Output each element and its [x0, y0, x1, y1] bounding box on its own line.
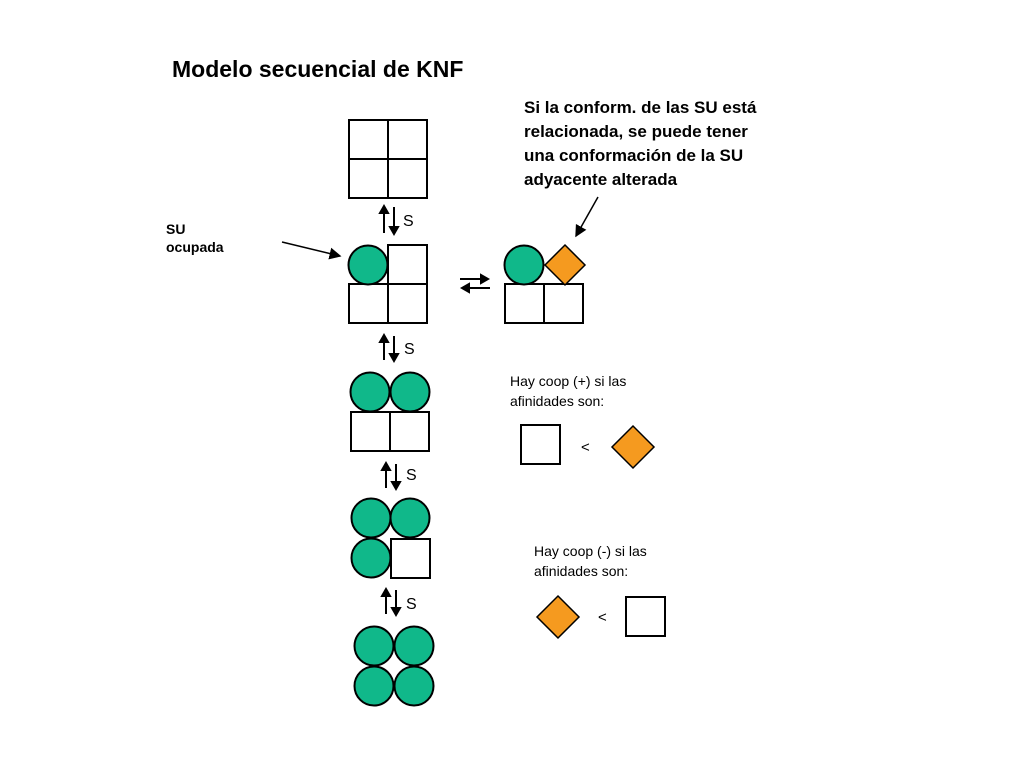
- empty-subunit: [387, 283, 428, 324]
- occupied-subunit: [350, 537, 392, 579]
- empty-subunit: [387, 158, 428, 199]
- less-than-symbol: <: [581, 439, 590, 456]
- note-line: Si la conform. de las SU está: [524, 98, 757, 117]
- note-line: una conformación de la SU: [524, 146, 744, 165]
- note-line: adyacente alterada: [524, 170, 678, 189]
- coop-negative-text: Hay coop (-) si las afinidades son:: [534, 541, 647, 581]
- substrate-label: S: [403, 213, 414, 230]
- su-pointer-arrow: [281, 241, 342, 260]
- state-3-bound: [350, 497, 431, 579]
- page-title: Modelo secuencial de KNF: [172, 56, 464, 82]
- occupied-subunit: [347, 244, 389, 286]
- su-occupied-label: SU ocupada: [166, 220, 224, 256]
- occupied-subunit: [349, 371, 391, 413]
- coop-positive-text: Hay coop (+) si las afinidades son:: [510, 371, 626, 411]
- empty-subunit: [348, 119, 389, 160]
- occupied-subunit: [393, 625, 435, 667]
- conformation-note: Si la conform. de las SU está relacionad…: [524, 96, 756, 192]
- equilibrium-arrow: [378, 332, 400, 364]
- empty-subunit: [504, 283, 545, 324]
- equilibrium-arrow: [378, 203, 400, 237]
- occupied-subunit: [503, 244, 545, 286]
- occupied-subunit: [389, 371, 431, 413]
- note-line: relacionada, se puede tener: [524, 122, 748, 141]
- empty-subunit: [387, 244, 428, 285]
- substrate-label: S: [406, 596, 417, 613]
- empty-subunit: [543, 283, 584, 324]
- equilibrium-arrow: [380, 460, 402, 492]
- altered-subunit: [543, 243, 587, 287]
- altered-subunit: [535, 594, 581, 640]
- empty-subunit: [520, 424, 561, 465]
- substrate-label: S: [404, 341, 415, 358]
- state-2-bound: [349, 371, 431, 452]
- state-4-bound: [353, 625, 435, 707]
- occupied-subunit: [393, 665, 435, 707]
- empty-subunit: [390, 538, 431, 579]
- coop-negative-comparison: <: [535, 594, 666, 640]
- equilibrium-arrow: [380, 586, 402, 618]
- empty-subunit: [389, 411, 430, 452]
- occupied-subunit: [350, 497, 392, 539]
- coop-negative-line: Hay coop (-) si las: [534, 543, 647, 559]
- occupied-subunit: [353, 665, 395, 707]
- altered-conformation-state: [503, 243, 587, 324]
- su-label-line: SU: [166, 221, 186, 237]
- occupied-subunit: [389, 497, 431, 539]
- empty-subunit: [348, 158, 389, 199]
- occupied-subunit: [353, 625, 395, 667]
- coop-positive-line: Hay coop (+) si las: [510, 373, 627, 389]
- state-1-bound: [347, 244, 428, 324]
- less-than-symbol: <: [598, 609, 607, 626]
- empty-subunit: [350, 411, 391, 452]
- state-0-bound: [348, 119, 428, 199]
- empty-subunit: [387, 119, 428, 160]
- coop-negative-line: afinidades son:: [534, 563, 629, 579]
- substrate-label: S: [406, 467, 417, 484]
- altered-subunit: [610, 424, 656, 470]
- note-pointer-arrow: [575, 196, 599, 238]
- su-label-line: ocupada: [166, 239, 224, 255]
- empty-subunit: [348, 283, 389, 324]
- coop-positive-line: afinidades son:: [510, 393, 605, 409]
- coop-positive-comparison: <: [520, 424, 656, 470]
- empty-subunit: [625, 596, 666, 637]
- horizontal-equilibrium-arrow: [459, 273, 491, 294]
